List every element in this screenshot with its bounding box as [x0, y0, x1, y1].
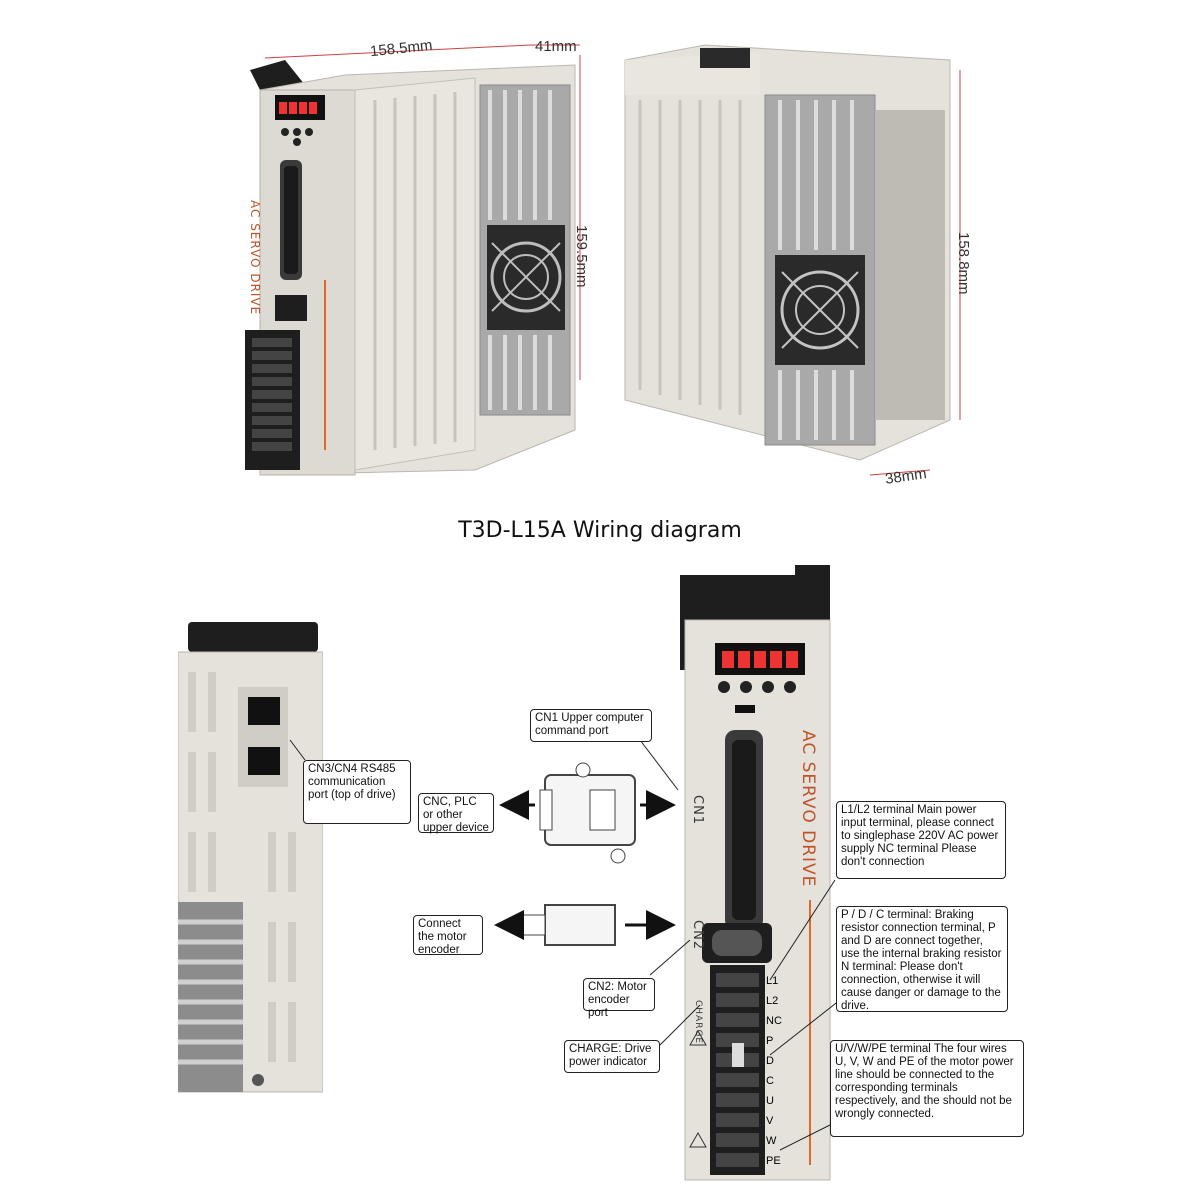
drive-top-view	[178, 622, 323, 1093]
callout-pdc: P / D / C terminal: Braking resistor con…	[836, 906, 1008, 1012]
callout-encoder: Connect the motor encoder	[413, 915, 483, 956]
terminal-label: L1	[766, 975, 779, 987]
callout-uvw-pe: U/V/W/PE terminal The four wires U, V, W…	[830, 1040, 1024, 1137]
dim-height-front: 159.5mm	[573, 225, 590, 288]
connector-and-arrows	[289, 739, 841, 1151]
front-view-illustration	[245, 60, 576, 476]
rear-view-illustration	[624, 44, 951, 461]
callout-cn1-port: CN1 Upper computer command port	[530, 709, 652, 742]
front-dimension-lines	[264, 44, 961, 476]
terminal-label: D	[766, 1055, 774, 1067]
callout-charge: CHARGE: Drive power indicator	[564, 1040, 660, 1073]
terminal-label: P	[766, 1035, 774, 1047]
terminal-label: NC	[766, 1015, 782, 1027]
terminal-label: U	[766, 1095, 774, 1107]
diagram-title: T3D-L15A Wiring diagram	[458, 518, 742, 543]
dim-width-front: 41mm	[535, 38, 577, 55]
callout-cn3-cn4: CN3/CN4 RS485 communication port (top of…	[303, 760, 411, 824]
terminal-label: C	[766, 1075, 774, 1087]
callout-cnc-plc: CNC, PLC or other upper device	[418, 793, 494, 834]
terminal-label: PE	[766, 1155, 781, 1167]
terminal-label: W	[766, 1135, 777, 1147]
terminal-label: V	[766, 1115, 774, 1127]
callout-l1-l2: L1/L2 terminal Main power input terminal…	[836, 801, 1006, 879]
callout-cn2-port: CN2: Motor encoder port	[583, 978, 655, 1019]
terminal-label: L2	[766, 995, 779, 1007]
drive-front-view	[680, 565, 831, 1181]
